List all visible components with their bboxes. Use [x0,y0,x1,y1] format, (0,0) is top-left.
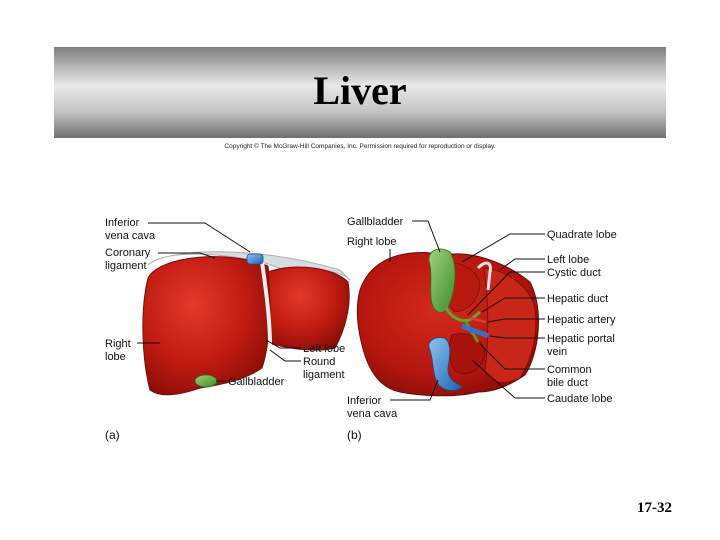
label-right-lobe-a-line2: lobe [105,351,126,363]
label-quadrate-lobe-b: Quadrate lobe [547,229,617,241]
liver-posterior-view [357,249,538,396]
label-right-lobe-a: Right [105,338,131,350]
panel-tag-a: (a) [105,428,120,442]
label-inferior-vena-cava-a-line2: vena cava [105,230,156,242]
inferior-vena-cava-a [247,254,263,264]
label-hepatic-artery-b: Hepatic artery [547,314,616,326]
label-gallbladder-b: Gallbladder [347,216,404,228]
label-left-lobe-b: Left lobe [547,254,589,266]
label-inferior-vena-cava-b: Inferior [347,395,382,407]
label-hepatic-duct-b: Hepatic duct [547,293,608,305]
label-hepatic-portal-vein-b-line2: vein [547,346,567,358]
gallbladder-a [195,375,217,387]
label-round-ligament-a: Round [303,356,335,368]
label-coronary-ligament-a: Coronary [105,247,151,259]
label-inferior-vena-cava-b-line2: vena cava [347,408,398,420]
leader-gallbladder-b [412,221,440,252]
slide-number: 17-32 [637,500,672,517]
leader-round-ligament-a [270,350,301,361]
label-gallbladder-a: Gallbladder [228,376,285,388]
label-common-bile-duct-b: Common [547,364,592,376]
label-common-bile-duct-b-line2: bile duct [547,377,588,389]
label-right-lobe-b: Right lobe [347,236,397,248]
label-round-ligament-a-line2: ligament [303,369,345,381]
label-cystic-duct-b: Cystic duct [547,267,601,279]
label-left-lobe-a: Left lobe [303,343,345,355]
label-caudate-lobe-b: Caudate lobe [547,393,612,405]
panel-tag-b: (b) [347,428,362,442]
leader-inferior-vena-cava-a [148,223,250,252]
label-hepatic-portal-vein-b: Hepatic portal [547,333,615,345]
label-inferior-vena-cava-a: Inferior [105,217,140,229]
label-coronary-ligament-a-line2: ligament [105,260,147,272]
